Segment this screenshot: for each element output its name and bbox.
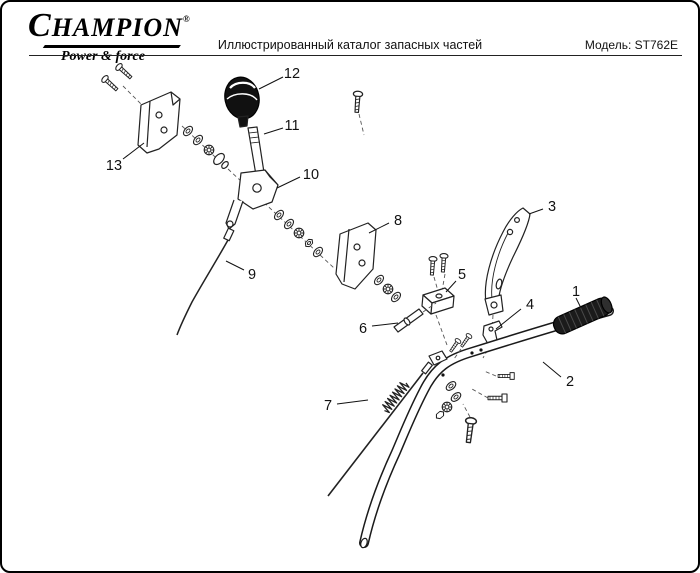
callout-leader-11 bbox=[263, 127, 284, 135]
callout-leader-13 bbox=[122, 142, 145, 160]
part-1-grip bbox=[552, 296, 613, 335]
callout-leader-3 bbox=[528, 208, 544, 215]
callout-number-12: 12 bbox=[284, 66, 300, 82]
page-title: Иллюстрированный каталог запасных частей bbox=[217, 38, 483, 52]
axis-washers-lower bbox=[272, 208, 325, 259]
logo-tagline: Power & force bbox=[61, 49, 145, 65]
logo-wordmark: CHAMPION® bbox=[28, 8, 190, 44]
part-8-bracket bbox=[335, 222, 403, 304]
part-3-drive-lever bbox=[484, 207, 531, 333]
part-12-shift-knob bbox=[224, 76, 260, 128]
part-7-cable-spring bbox=[327, 361, 433, 497]
callout-number-5: 5 bbox=[458, 267, 466, 283]
part-13-bracket bbox=[137, 91, 181, 154]
callout-leader-10 bbox=[276, 176, 301, 189]
registered-mark: ® bbox=[182, 14, 190, 24]
callout-leader-9 bbox=[225, 260, 245, 271]
part-9-cable bbox=[176, 227, 235, 336]
callout-number-8: 8 bbox=[394, 213, 402, 229]
part-5-clamp bbox=[421, 252, 455, 346]
callout-leader-7 bbox=[336, 399, 369, 405]
callout-number-7: 7 bbox=[324, 398, 332, 414]
callout-leader-6 bbox=[371, 322, 399, 327]
callout-number-11: 11 bbox=[284, 118, 299, 134]
callout-number-6: 6 bbox=[359, 321, 367, 337]
callout-leader-12 bbox=[258, 76, 284, 90]
champion-logo: CHAMPION® Power & force bbox=[28, 8, 190, 65]
part-6-pin bbox=[393, 302, 437, 333]
logo-rest: HAMPION bbox=[51, 13, 183, 42]
carriage-bolt bbox=[351, 90, 365, 136]
header-divider bbox=[29, 55, 682, 56]
mounting-hardware bbox=[435, 332, 515, 444]
callout-number-2: 2 bbox=[566, 374, 574, 390]
callout-number-3: 3 bbox=[548, 199, 556, 215]
part-10-shift-lever bbox=[225, 169, 279, 230]
callout-number-9: 9 bbox=[248, 267, 256, 283]
logo-initial: C bbox=[28, 7, 52, 44]
cable-bracket bbox=[428, 350, 448, 366]
callout-number-13: 13 bbox=[106, 158, 122, 174]
part-13-screws bbox=[99, 61, 149, 112]
callout-leader-2 bbox=[542, 361, 562, 378]
callout-leader-4 bbox=[495, 308, 522, 330]
callout-number-10: 10 bbox=[303, 167, 319, 183]
part-2-handlebar bbox=[359, 306, 614, 549]
callout-number-1: 1 bbox=[572, 284, 580, 300]
callout-number-4: 4 bbox=[526, 297, 534, 313]
callout-leader-8 bbox=[368, 222, 390, 234]
model-label: Модель: ST762E bbox=[584, 38, 678, 52]
axis-washers-upper bbox=[181, 124, 229, 169]
callout-leader-1 bbox=[575, 297, 582, 309]
callout-leader-5 bbox=[445, 280, 457, 293]
